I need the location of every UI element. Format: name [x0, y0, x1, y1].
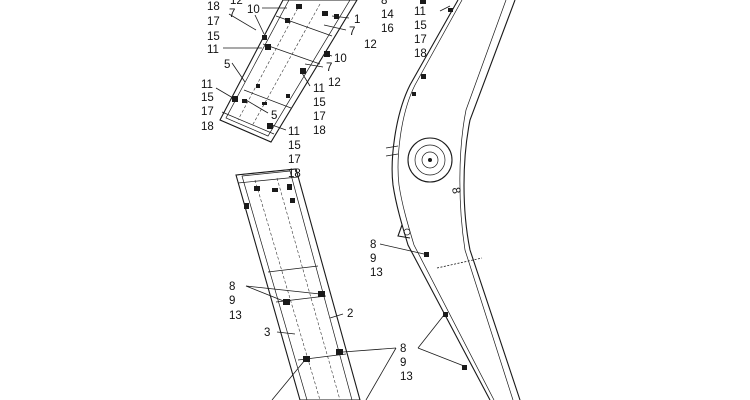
callout-15-mid: 15	[288, 140, 301, 152]
callout-3: 3	[264, 327, 270, 339]
clamp-fitting	[262, 102, 267, 105]
callout-5-upper: 5	[224, 59, 230, 71]
callout-12-top: 12	[230, 0, 243, 7]
callout-7: 7	[229, 8, 235, 20]
clamp-fitting	[242, 99, 247, 103]
clamp-fitting	[286, 94, 290, 98]
clamp-fitting	[285, 18, 290, 23]
callout-17-boom: 17	[414, 34, 427, 46]
callout-10-right: 10	[334, 53, 347, 65]
callout-18-left: 18	[201, 121, 214, 133]
callout-17: 17	[207, 16, 220, 28]
upper-arm-section	[219, 0, 358, 143]
callout-8-arm: 8	[229, 281, 235, 293]
callout-9-boom: 9	[370, 253, 376, 265]
callout-16: 16	[381, 23, 394, 35]
clamp-fitting	[421, 74, 426, 79]
callout-13-boom: 13	[370, 267, 383, 279]
callout-13-arm: 13	[229, 310, 242, 322]
callout-15-boom: 15	[414, 20, 427, 32]
callout-5-lower: 5	[271, 110, 277, 122]
callout-12-right-lower: 12	[328, 77, 341, 89]
callout-18-right: 18	[313, 125, 326, 137]
clamp-fitting	[267, 123, 273, 129]
clamp-fitting	[462, 365, 467, 370]
callout-labels: 12 18 7 10 17 15 11 1 5 11 15 17 18 11 1…	[201, 0, 427, 383]
clamp-fitting	[443, 312, 448, 317]
callout-12-right: 12	[364, 39, 377, 51]
leader-lines	[215, 5, 465, 400]
callout-9-arm: 9	[229, 295, 235, 307]
callout-17-left: 17	[201, 106, 214, 118]
callout-8-boom: 8	[370, 239, 376, 251]
clamp-fitting	[256, 84, 260, 88]
callout-8-top: 8	[381, 0, 387, 7]
callout-18-mid: 18	[288, 168, 301, 180]
clamp-fitting	[265, 44, 271, 50]
clamp-fitting	[322, 11, 328, 16]
clamp-fitting	[254, 186, 260, 191]
clamp-fitting	[244, 203, 249, 209]
callout-17-right: 17	[313, 111, 326, 123]
callout-1: 1	[354, 14, 360, 26]
clamp-fitting	[300, 68, 306, 74]
callout-11-mid: 11	[288, 126, 300, 138]
clamp-fitting	[303, 356, 310, 362]
callout-18: 18	[207, 1, 220, 13]
callout-15: 15	[207, 31, 220, 43]
clamp-fitting	[324, 51, 330, 57]
clamp-fitting	[448, 8, 453, 12]
callout-17-mid: 17	[288, 154, 301, 166]
callout-9-bottom: 9	[400, 357, 406, 369]
clamp-fitting	[424, 252, 429, 257]
callout-15-right: 15	[313, 97, 326, 109]
clamp-fitting	[290, 198, 295, 203]
callout-11-right: 11	[313, 83, 325, 95]
callout-11-left: 11	[201, 79, 213, 91]
clamp-fitting	[262, 35, 267, 40]
callout-2: 2	[347, 308, 353, 320]
callout-11-boom: 11	[414, 6, 426, 18]
callout-15-left: 15	[201, 92, 214, 104]
callout-7-right: 7	[349, 26, 355, 38]
callout-13-bottom: 13	[400, 371, 413, 383]
clamp-fitting	[287, 184, 292, 190]
clamp-fitting	[412, 92, 416, 96]
svg-text:8: 8	[449, 186, 462, 194]
clamp-fitting	[283, 299, 290, 305]
callout-14: 14	[381, 9, 394, 21]
main-boom: 8	[385, 0, 521, 400]
callout-10: 10	[247, 4, 260, 16]
callout-18-boom: 18	[414, 48, 427, 60]
clamp-fitting	[336, 349, 343, 355]
clamp-fitting	[318, 291, 325, 297]
callout-7-right-lower: 7	[326, 62, 332, 74]
clamp-fitting	[420, 0, 426, 4]
lower-arm-section	[235, 168, 361, 400]
callout-8-bottom: 8	[400, 343, 406, 355]
clamp-fitting	[232, 96, 238, 102]
clamp-fitting	[272, 188, 278, 192]
callout-11: 11	[207, 44, 219, 56]
clamp-fitting	[296, 4, 302, 9]
